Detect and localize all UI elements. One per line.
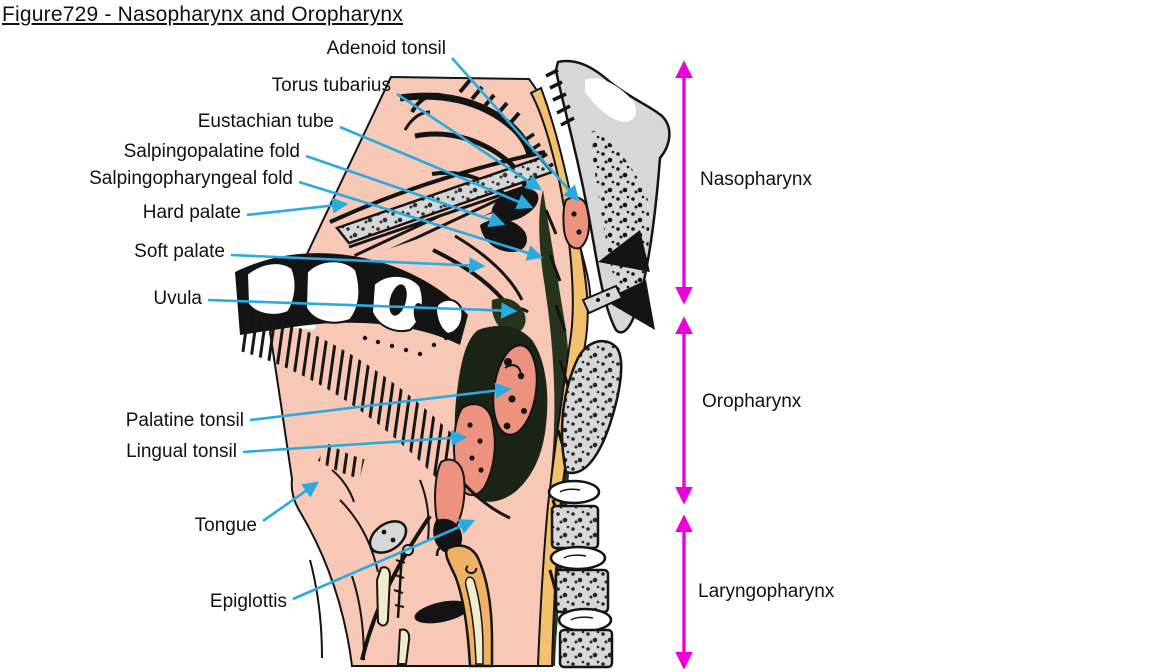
region-label-nasopharynx: Nasopharynx	[700, 169, 812, 190]
hyoid-bone	[368, 520, 408, 554]
lingual-tonsil-shape	[452, 403, 496, 496]
region-label-laryngopharynx: Laryngopharynx	[698, 581, 835, 602]
label-soft-palate: Soft palate	[134, 241, 225, 262]
label-lingual-tonsil: Lingual tonsil	[126, 441, 237, 462]
intervertebral-disc	[547, 479, 601, 505]
bone-fragment	[598, 230, 650, 272]
leader-arrow-adenoid-tonsil	[451, 57, 580, 202]
leader-arrow-epiglottis	[292, 519, 476, 601]
label-tongue: Tongue	[194, 515, 257, 536]
bone-fragment	[604, 280, 655, 330]
label-adenoid-tonsil: Adenoid tonsil	[326, 38, 446, 59]
leader-arrow-salpingopharyngeal-fold	[298, 180, 544, 261]
leader-arrow-hard-palate	[246, 197, 349, 217]
cartilage-strip	[375, 566, 392, 627]
leader-arrow-eustachian-tube	[339, 125, 534, 210]
skull-base-bone	[545, 59, 671, 334]
larynx-region	[309, 458, 494, 668]
label-salpingopharyngeal-fold: Salpingopharyngeal fold	[89, 168, 293, 189]
leader-arrow-salpingopalatine-fold	[305, 154, 506, 228]
intervertebral-disc	[557, 607, 613, 633]
intervertebral-disc	[549, 545, 607, 571]
label-epiglottis: Epiglottis	[209, 591, 287, 612]
label-torus-tubarius: Torus tubarius	[271, 75, 391, 96]
leader-arrow-tongue	[262, 481, 319, 523]
leader-arrow-soft-palate	[230, 253, 486, 274]
leader-arrow-palatine-tonsil	[249, 382, 512, 422]
annotation-arrows	[207, 57, 693, 670]
label-palatine-tonsil: Palatine tonsil	[125, 410, 244, 431]
hard-palate-band	[334, 156, 555, 260]
leader-arrow-torus-tubarius	[396, 92, 543, 191]
label-uvula: Uvula	[153, 288, 202, 309]
label-eustachian-tube: Eustachian tube	[197, 111, 334, 132]
laryngeal-inlet	[414, 600, 470, 624]
region-label-oropharynx: Oropharynx	[702, 391, 802, 412]
palate-top-line	[329, 150, 546, 224]
atlas-arch-rod	[581, 284, 624, 315]
cartilage-strip	[396, 628, 411, 665]
upper-teeth	[235, 253, 468, 345]
vertebral-column	[547, 339, 623, 669]
leader-arrow-uvula	[207, 298, 518, 319]
label-salpingopalatine-fold: Salpingopalatine fold	[123, 141, 300, 162]
leader-arrow-lingual-tonsil	[242, 429, 468, 454]
figure-title: Figure729 - Nasopharynx and Oropharynx	[2, 3, 403, 26]
label-hard-palate: Hard palate	[142, 202, 241, 223]
adenoid-tonsil-region	[562, 196, 591, 250]
